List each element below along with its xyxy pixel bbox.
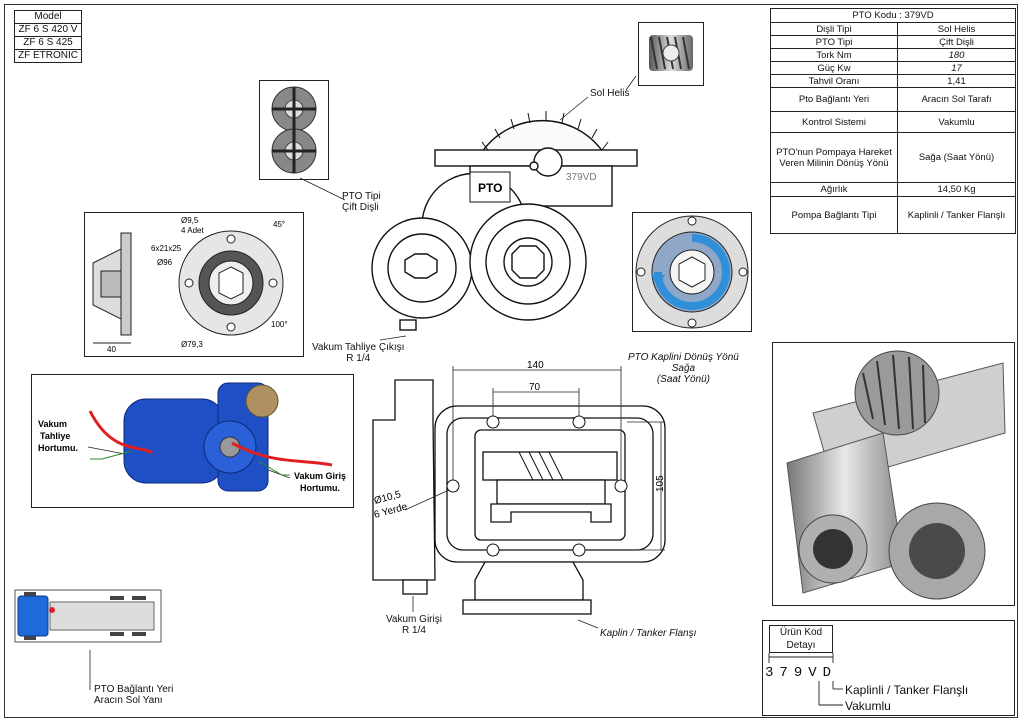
photo-giris-line2: Hortumu. [300, 483, 340, 493]
kaplin-tanker-label: Kaplin / Tanker Flanşı [600, 628, 697, 639]
pump-illustration: Vakum Tahliye Hortumu. Vakum Giriş Hortu… [38, 382, 346, 493]
pto-product-illustration [786, 350, 1006, 600]
double-gear-icon [271, 86, 317, 174]
vakum-tahliye-line2: R 1/4 [346, 353, 371, 364]
pto-type-label: PTO Tipi Çift Dişli [342, 191, 381, 213]
spec-value: Sağa (Saat Yönü) [897, 132, 1016, 183]
code-v-meaning: Vakumlu [845, 699, 891, 713]
photo-tahliye-line1: Vakum [38, 419, 67, 429]
spec-value: 17 [897, 61, 1016, 75]
code-char: 9 [793, 665, 809, 681]
truck-topview-icon [14, 589, 162, 643]
spec-value: Çift Dişli [897, 35, 1016, 49]
spec-key: Tahvil Oranı [770, 74, 898, 88]
pto-logo-text: PTO [478, 181, 502, 195]
helical-gear-icon [649, 35, 693, 71]
dim-4-adet: 4 Adet [181, 226, 204, 235]
model-table: Model ZF 6 S 420 V ZF 6 S 425 ZF ETRONİC [14, 10, 82, 63]
kaplin-line3: (Saat Yönü) [656, 374, 710, 385]
coupling-rotation-diagram [632, 212, 752, 332]
blue-pump-photo: Vakum Tahliye Hortumu. Vakum Giriş Hortu… [31, 374, 354, 508]
vakum-giris-label: Vakum Girişi R 1/4 [386, 614, 442, 636]
spec-key: PTO Tipi [770, 35, 898, 49]
pto-type-line1: PTO Tipi [342, 191, 381, 202]
dim-45: 45° [273, 220, 285, 229]
spec-title: PTO Kodu : 379VD [770, 8, 1016, 23]
flange-drawing-svg: 40 Ø9,5 4 Adet 6x21x25 Ø96 Ø79,3 45° 100… [92, 216, 288, 354]
pto-front-view-drawing: 140 70 105 Ø10,5 6 Yerde [372, 360, 666, 615]
photo-tahliye-line3: Hortumu. [38, 443, 78, 453]
helical-gear-thumbnail [638, 22, 704, 86]
model-row: ZF 6 S 425 [14, 36, 82, 50]
dim-105: 105 [655, 475, 666, 492]
kaplin-line2: Sağa [671, 363, 696, 374]
dim-d96: Ø96 [157, 258, 173, 267]
baglanti-line1: PTO Bağlantı Yeri [94, 684, 174, 695]
pto-product-photo [772, 342, 1015, 606]
spec-value: Sol Helis [897, 22, 1016, 36]
photo-giris-line1: Vakum Giriş [294, 471, 346, 481]
dim-140: 140 [527, 360, 544, 371]
model-header: Model [14, 10, 82, 24]
vakum-giris-line2: R 1/4 [402, 625, 426, 636]
pto-main-drawing: PTO 379VD [371, 111, 638, 331]
baglanti-yeri-label: PTO Bağlantı Yeri Aracın Sol Yanı [94, 684, 173, 706]
kaplin-line1: PTO Kaplini Dönüş Yönü [628, 352, 739, 363]
photo-tahliye-line2: Tahliye [40, 431, 70, 441]
truck-icon-container [14, 588, 164, 648]
spec-key: Pompa Bağlantı Tipi [770, 196, 898, 234]
dim-d9-5: Ø9,5 [181, 216, 199, 225]
sol-helis-label: Sol Helis [590, 88, 630, 99]
vakum-tahliye-line1: Vakum Tahliye Çıkışı [312, 342, 405, 353]
spec-value: 1,41 [897, 74, 1016, 88]
vakum-giris-line1: Vakum Girişi [386, 614, 442, 625]
product-code-title-line1: Ürün Kod [779, 627, 823, 638]
kaplin-direction-label: PTO Kaplini Dönüş Yönü Sağa (Saat Yönü) [628, 352, 739, 385]
spec-value: 14,50 Kg [897, 182, 1016, 197]
dim-d79: Ø79,3 [181, 340, 203, 349]
flange-detail-drawing: 40 Ø9,5 4 Adet 6x21x25 Ø96 Ø79,3 45° 100… [84, 212, 304, 357]
code-char: 7 [779, 665, 794, 681]
model-row: ZF 6 S 420 V [14, 23, 82, 37]
spec-key: PTO'nun Pompaya Hareket Veren Milinin Dö… [770, 132, 898, 183]
vakum-tahliye-label: Vakum Tahliye Çıkışı R 1/4 [312, 342, 404, 364]
spec-key: Güç Kw [770, 61, 898, 75]
dim-spline: 6x21x25 [151, 244, 182, 253]
spec-value: Vakumlu [897, 111, 1016, 133]
spec-value: Aracın Sol Tarafı [897, 87, 1016, 112]
baglanti-line2: Aracın Sol Yanı [94, 695, 163, 706]
product-code-chars: 379VD [765, 665, 837, 681]
dim-40: 40 [107, 345, 116, 354]
body-code: 379VD [566, 172, 597, 183]
product-code-detail: Ürün Kod Detayı 379VD Kaplinli / Tanker … [762, 620, 1015, 716]
dim-70: 70 [529, 382, 541, 393]
spec-key: Ağırlık [770, 182, 898, 197]
spec-value: Kaplinli / Tanker Flanşlı [897, 196, 1016, 234]
code-char: V [808, 665, 823, 681]
spec-value: 180 [897, 48, 1016, 62]
product-code-lines [768, 653, 843, 706]
product-code-title: Ürün Kod Detayı [769, 625, 833, 653]
spec-key: Dişli Tipi [770, 22, 898, 36]
code-char: D [822, 665, 838, 681]
pto-type-line2: Çift Dişli [342, 202, 379, 213]
spec-key: Tork Nm [770, 48, 898, 62]
double-gear-thumbnail [259, 80, 329, 180]
model-row: ZF ETRONİC [14, 49, 82, 63]
product-code-title-line2: Detayı [786, 640, 816, 651]
code-char: 3 [765, 665, 780, 681]
clockwise-arrow-icon [654, 234, 730, 310]
drawing-frame [4, 4, 1018, 718]
code-d-meaning: Kaplinli / Tanker Flanşlı [845, 683, 969, 697]
coupling-rotation-svg [635, 215, 749, 329]
dim-100: 100° [271, 320, 288, 329]
spec-key: Kontrol Sistemi [770, 111, 898, 133]
spec-key: Pto Bağlantı Yeri [770, 87, 898, 112]
